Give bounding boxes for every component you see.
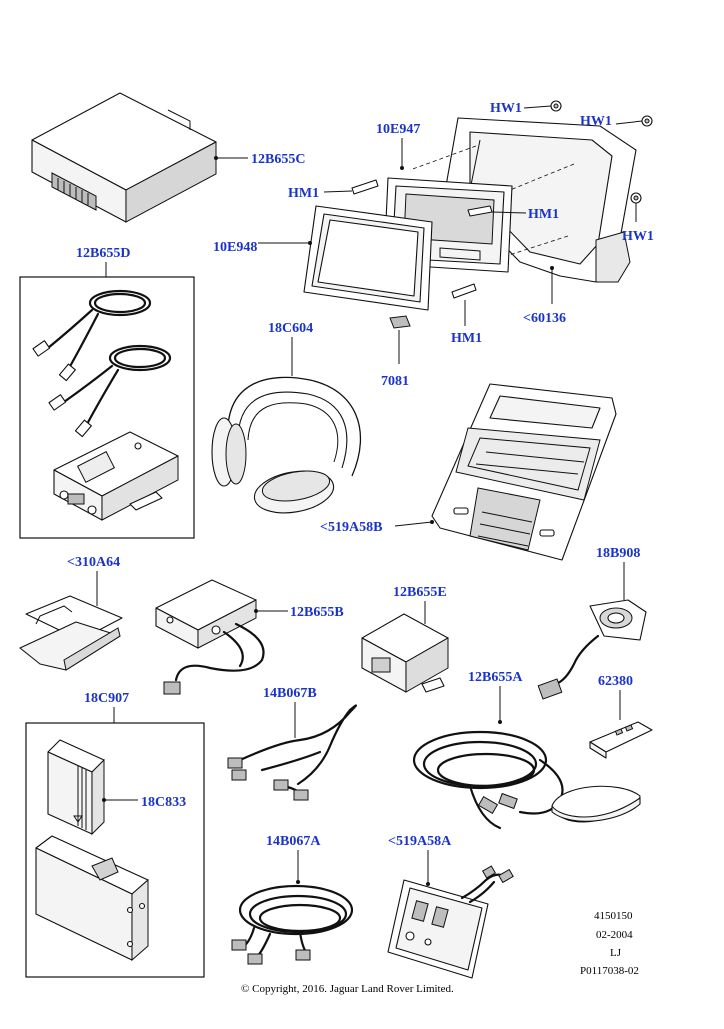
label-60136: <60136 <box>523 311 566 326</box>
control-module-12b655c: 12B655C <box>31 92 305 223</box>
drawing-initials: LJ <box>610 947 622 959</box>
label-hw1-b: HW1 <box>580 114 612 129</box>
ecu-12b655e: 12B655E <box>361 585 449 693</box>
wiring-kit-18b908: 18B908 <box>537 546 647 700</box>
label-18c833: 18C833 <box>141 795 186 810</box>
label-10e948: 10E948 <box>213 240 257 255</box>
label-12b655c: 12B655C <box>251 152 305 167</box>
headphones-18c604: 18C604 <box>211 321 361 514</box>
label-10e947: 10E947 <box>376 122 420 137</box>
label-519a58a: <519A58A <box>388 834 452 849</box>
module-12b655b: 12B655B <box>155 579 344 695</box>
holder-310a64: <310A64 <box>19 555 123 671</box>
label-hm1-b: HM1 <box>528 207 559 222</box>
overhead-console-519a58b: <519A58B <box>320 383 617 561</box>
label-310a64: <310A64 <box>67 555 120 570</box>
label-18c604: 18C604 <box>268 321 313 336</box>
harness-12b655a: 12B655A <box>412 670 641 830</box>
pad-7081: 7081 <box>381 315 411 389</box>
label-62380: 62380 <box>598 674 633 689</box>
drawing-date: 02-2004 <box>596 929 633 941</box>
label-hm1-c: HM1 <box>451 331 482 346</box>
copyright-notice: © Copyright, 2016. Jaguar Land Rover Lim… <box>241 983 454 995</box>
drawing-code: P0117038-02 <box>580 965 639 977</box>
label-18c907: 18C907 <box>84 691 129 706</box>
harness-14b067a: 14B067A <box>231 834 354 965</box>
label-hw1-c: HW1 <box>622 229 654 244</box>
drawing-info-block: 4150150 02-2004 LJ P0117038-02 <box>580 910 639 977</box>
harness-14b067b: 14B067B <box>227 686 358 801</box>
cartridge-kit-18c907: 18C907 18C833 <box>25 691 205 978</box>
av-lead-kit-12b655d: 12B655D <box>19 246 195 539</box>
remote-62380: 62380 <box>589 674 653 759</box>
rear-screen-assembly: 10E947 10E948 HM1 HM1 HM1 HW1 HW1 HW1 <box>213 100 654 346</box>
socket-panel-519a58a: <519A58A <box>387 834 514 979</box>
label-18b908: 18B908 <box>596 546 640 561</box>
label-hm1-a: HM1 <box>288 186 319 201</box>
label-hw1-a: HW1 <box>490 101 522 116</box>
label-7081: 7081 <box>381 374 409 389</box>
label-12b655d: 12B655D <box>76 246 130 261</box>
label-14b067a: 14B067A <box>266 834 321 849</box>
label-12b655e: 12B655E <box>393 585 447 600</box>
drawing-reference: 4150150 <box>594 910 633 922</box>
label-12b655a: 12B655A <box>468 670 523 685</box>
label-12b655b: 12B655B <box>290 605 344 620</box>
label-519a58b: <519A58B <box>320 520 382 535</box>
label-14b067b: 14B067B <box>263 686 317 701</box>
